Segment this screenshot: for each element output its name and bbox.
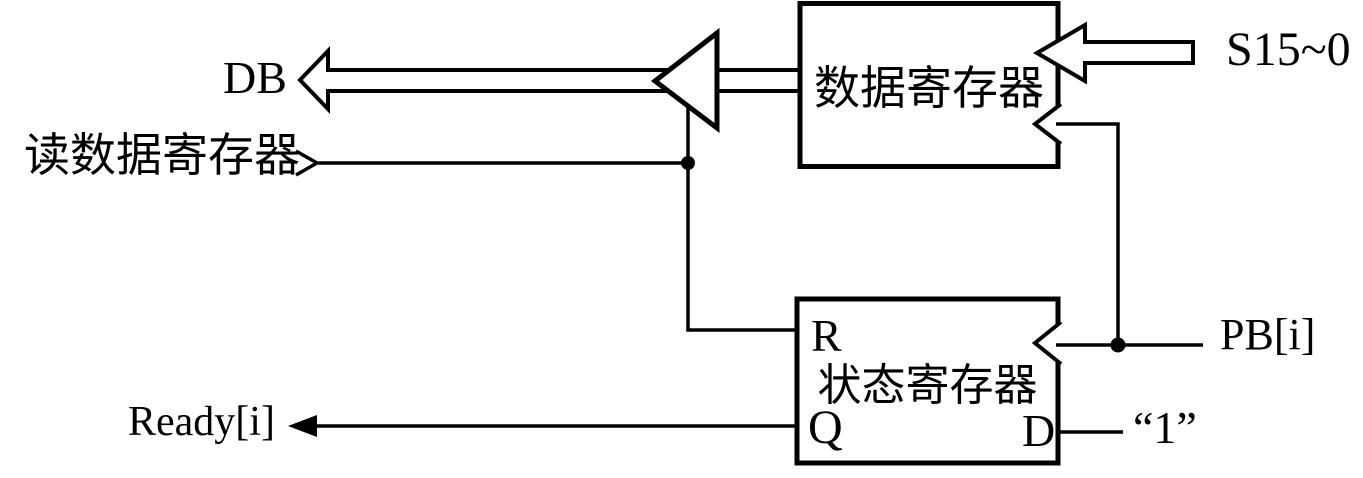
data-register-title: 数据寄存器 — [814, 62, 1044, 114]
hollow-bus-arrow-into-box-icon — [1033, 21, 1195, 85]
constant-one-label: “1” — [1133, 402, 1197, 453]
ready-output-label: Ready[i] — [128, 399, 275, 445]
solid-arrowhead-icon — [288, 415, 317, 437]
open-arrowhead-icon — [295, 149, 321, 177]
hollow-bus-arrow-left-icon — [297, 46, 692, 114]
data-register-box — [797, 1, 1061, 169]
clock-edge-notch-icon-2 — [1031, 320, 1063, 366]
q-pin-label: Q — [808, 401, 843, 454]
tri-state-buffer-icon — [650, 27, 720, 134]
db-bus-label: DB — [223, 52, 287, 103]
junction-dot-icon — [1110, 337, 1126, 353]
r-pin-label: R — [811, 310, 842, 361]
junction-dot-icon-2 — [681, 156, 695, 170]
clock-edge-notch-icon — [1031, 102, 1063, 146]
d-pin-label: D — [1022, 405, 1056, 456]
s-bus-input-label: S15~0 — [1226, 23, 1351, 76]
enable-wire — [686, 105, 795, 332]
status-register-title: 状态寄存器 — [817, 361, 1038, 410]
pb-input-label: PB[i] — [1220, 310, 1316, 359]
read-data-register-label: 读数据寄存器 — [24, 130, 300, 181]
status-register-box — [794, 296, 1061, 466]
clock-notch-eraser-2 — [1034, 322, 1062, 364]
clock-wire — [1056, 122, 1120, 345]
clock-notch-eraser — [1034, 104, 1062, 144]
